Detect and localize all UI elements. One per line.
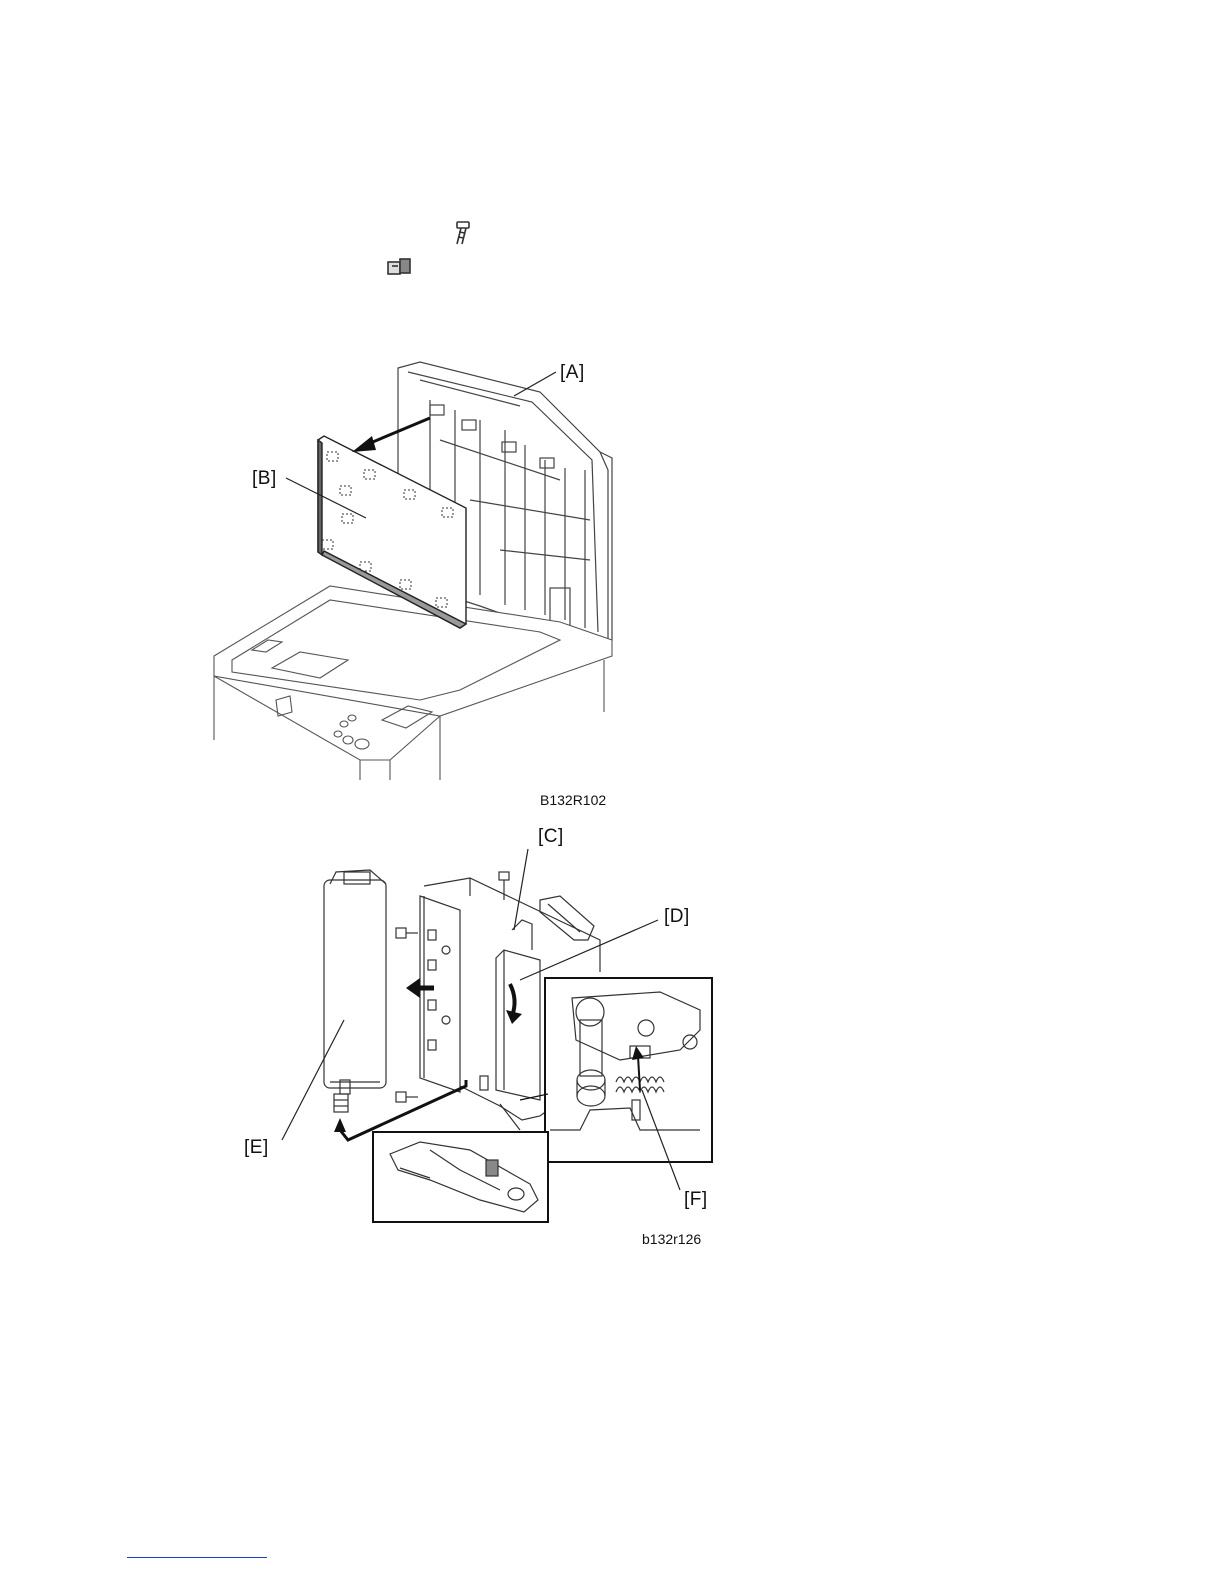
figure-code-2: b132r126	[642, 1231, 701, 1247]
callout-f: [F]	[684, 1189, 708, 1211]
footer-link-rule	[127, 1557, 267, 1558]
callout-d: [D]	[664, 906, 690, 928]
callout-e: [E]	[244, 1137, 269, 1159]
callout-c: [C]	[538, 826, 564, 848]
